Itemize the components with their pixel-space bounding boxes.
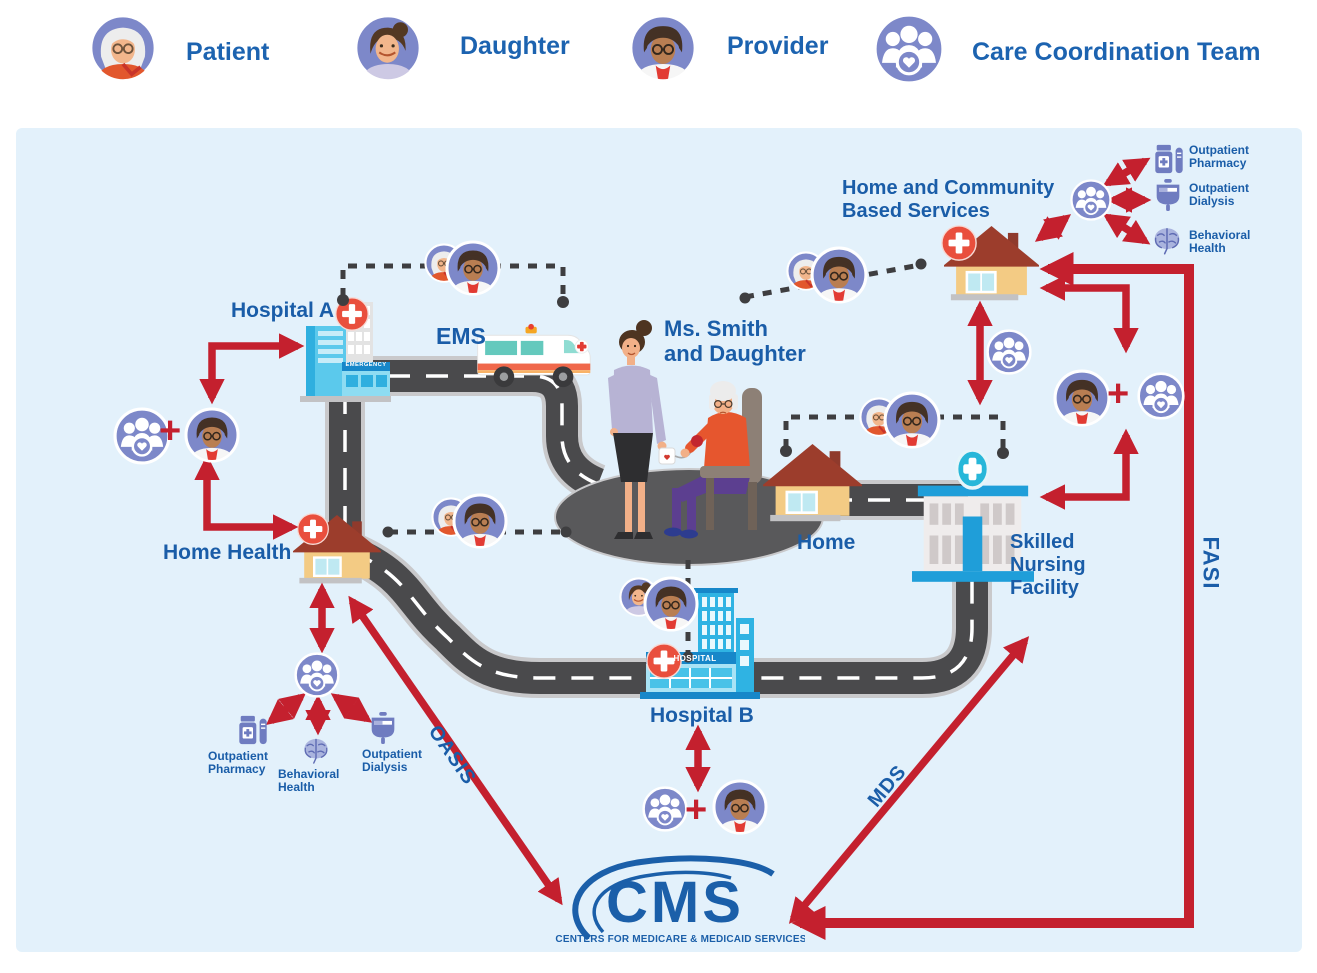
avatar-provider-hospital-b — [643, 576, 699, 632]
legend-label-patient: Patient — [186, 38, 270, 66]
plus-sign-right: + — [1107, 373, 1130, 415]
legend-label-daughter: Daughter — [460, 32, 570, 60]
legend-patient-avatar — [88, 13, 158, 83]
cms-logo: CMS CENTERS FOR MEDICARE & MEDICAID SERV… — [555, 855, 805, 945]
label-behavioral-tr-line1: Behavioral — [1189, 228, 1251, 242]
chair-seat — [700, 466, 758, 478]
avatar-provider-home-health — [452, 493, 508, 549]
hospital-a-emergency-sign: EMERGENCY — [345, 362, 387, 368]
legend-care-team-icon — [872, 12, 946, 86]
avatar-provider-hospital-b-pair — [712, 779, 768, 835]
behavioral-health-icon-tr — [1149, 224, 1185, 258]
care-team-icon-hospital-b — [642, 786, 688, 832]
label-pharmacy-bl-line1: Outpatient — [208, 749, 268, 763]
label-dialysis-bl: Outpatient Dialysis — [362, 747, 422, 775]
label-hcbs-line1: Home and Community — [842, 177, 1055, 199]
legend-provider-avatar — [628, 13, 698, 83]
legend-label-care-team: Care Coordination Team — [972, 38, 1261, 66]
label-pharmacy-tr-line1: Outpatient — [1189, 143, 1249, 157]
label-ems: EMS — [436, 323, 486, 349]
behavioral-health-icon-bl — [299, 735, 333, 767]
avatar-provider-left — [184, 407, 240, 463]
care-team-icon-hcbs-hub — [1070, 179, 1112, 221]
figure-ms-smith — [664, 381, 762, 539]
label-snf: Skilled Nursing Facility — [1010, 531, 1086, 600]
label-dialysis-tr-line1: Outpatient — [1189, 181, 1249, 195]
hospital-b-sign: HOSPITAL — [673, 654, 717, 663]
label-fasi: FASI — [1198, 536, 1224, 590]
hcbs-cross-icon — [940, 224, 978, 262]
home-health-cross-icon — [296, 512, 330, 546]
legend-label-provider: Provider — [727, 32, 829, 60]
label-dialysis-bl-line2: Dialysis — [362, 760, 408, 775]
label-pharmacy-tr: Outpatient Pharmacy — [1189, 143, 1249, 171]
plus-sign-hospital-b: + — [685, 789, 708, 831]
avatar-provider-ems — [445, 240, 501, 296]
legend-daughter-avatar — [353, 13, 423, 83]
outpatient-pharmacy-icon-tr — [1152, 142, 1186, 176]
label-hospital-a: Hospital A — [231, 299, 335, 322]
outpatient-pharmacy-icon-bl — [236, 712, 270, 748]
label-pharmacy-tr-line2: Pharmacy — [1189, 156, 1247, 171]
label-snf-line1: Skilled — [1010, 531, 1075, 553]
label-pharmacy-bl: Outpatient Pharmacy — [208, 749, 268, 777]
blood-pressure-cuff — [691, 435, 703, 447]
cms-logo-swoosh-outer — [572, 855, 775, 941]
label-home: Home — [797, 531, 856, 554]
label-hcbs: Home and Community Based Services — [842, 177, 1054, 223]
label-hcbs-line2: Based Services — [842, 200, 990, 222]
label-behavioral-tr: Behavioral Health — [1189, 228, 1251, 256]
outpatient-dialysis-icon-tr — [1150, 178, 1186, 212]
label-ms-smith-line2: and Daughter — [664, 341, 806, 366]
care-team-icon-right — [1137, 372, 1185, 420]
cms-logo-swoosh-inner — [592, 870, 732, 934]
label-dialysis-tr: Outpatient Dialysis — [1189, 181, 1249, 209]
label-ms-smith: Ms. Smith and Daughter — [664, 316, 806, 366]
label-pharmacy-bl-line2: Pharmacy — [208, 762, 266, 777]
label-snf-line3: Facility — [1010, 577, 1079, 599]
label-home-health: Home Health — [163, 541, 292, 564]
avatar-provider-right — [1053, 369, 1111, 427]
plus-sign-left: + — [159, 410, 182, 452]
label-behavioral-bl: Behavioral Health — [278, 767, 340, 795]
label-ms-smith-line1: Ms. Smith — [664, 316, 768, 341]
care-team-icon-hcbs-snf — [986, 329, 1032, 375]
label-dialysis-tr-line2: Dialysis — [1189, 194, 1235, 209]
cms-logo-tagline: CENTERS FOR MEDICARE & MEDICAID SERVICES — [555, 934, 805, 945]
care-team-icon-home-health-hub — [294, 652, 340, 698]
label-snf-line2: Nursing — [1010, 554, 1086, 576]
label-behavioral-tr-line2: Health — [1189, 241, 1226, 256]
avatar-provider-home-snf — [883, 391, 941, 449]
outpatient-dialysis-icon-bl — [366, 711, 400, 745]
cms-logo-acronym: CMS — [606, 870, 744, 935]
label-dialysis-bl-line1: Outpatient — [362, 747, 422, 761]
avatar-provider-hcbs — [810, 246, 868, 304]
label-behavioral-bl-line2: Health — [278, 780, 315, 795]
hospital-a-cross-icon — [334, 296, 370, 332]
label-hospital-b: Hospital B — [650, 704, 754, 727]
label-behavioral-bl-line1: Behavioral — [278, 767, 340, 781]
